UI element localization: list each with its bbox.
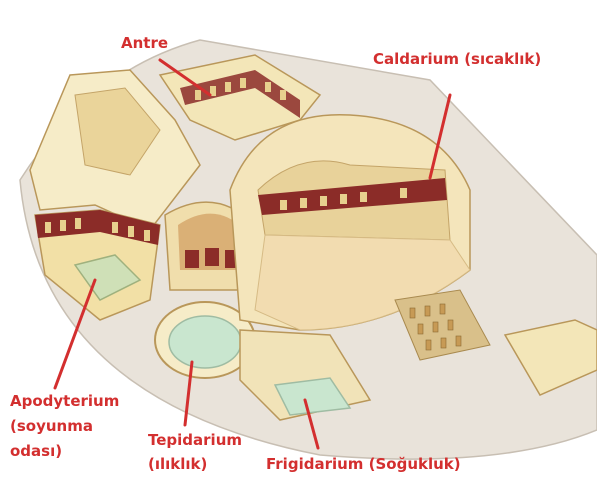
label-antre: Antre bbox=[121, 34, 168, 52]
label-apodyterium-line3: odası) bbox=[10, 442, 62, 460]
label-tepidarium-line1: Tepidarium bbox=[148, 431, 242, 449]
label-apodyterium-line2: (soyunma bbox=[10, 417, 93, 435]
tepidarium-pool-water bbox=[169, 316, 241, 368]
label-apodyterium-line1: Apodyterium bbox=[10, 392, 119, 410]
tepidarium-windows bbox=[185, 248, 239, 268]
label-tepidarium-line2: (ılıklık) bbox=[148, 455, 207, 473]
label-caldarium: Caldarium (sıcaklık) bbox=[373, 50, 541, 68]
label-frigidarium: Frigidarium (Soğukluk) bbox=[266, 455, 461, 473]
